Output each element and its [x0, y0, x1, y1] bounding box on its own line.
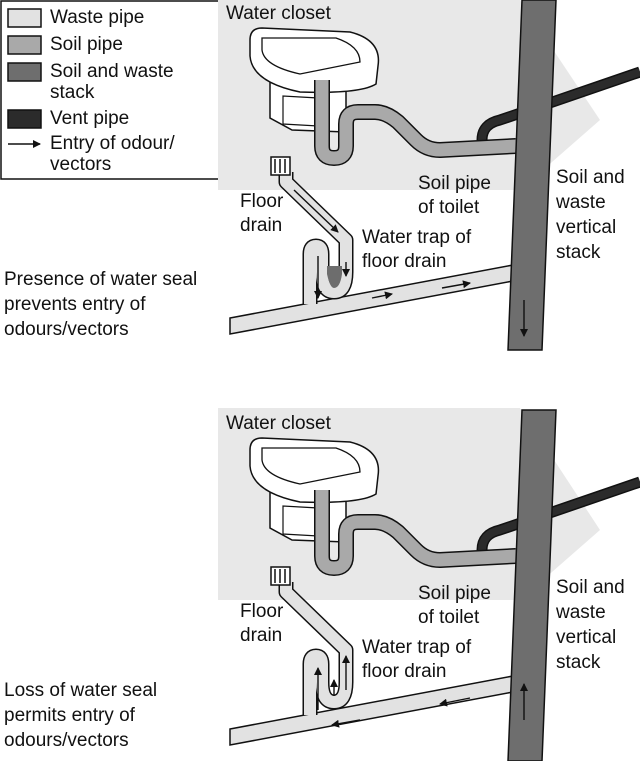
legend-soil-pipe-label: Soil pipe — [50, 34, 123, 55]
caption-bottom-line3: odours/vectors — [4, 730, 129, 751]
floor-drain-label-top-line2: drain — [240, 215, 283, 236]
legend-stack-label-line2: stack — [50, 82, 95, 103]
stack-label-top-line4: stack — [556, 242, 601, 263]
flow-arrows-top — [293, 189, 528, 337]
soil-pipe-label-bottom-line1: Soil pipe — [418, 583, 491, 604]
soil-pipe-label-bottom-line2: of toilet — [418, 607, 480, 628]
water-closet-label-top: Water closet — [226, 3, 331, 24]
caption-bottom-line2: permits entry of — [4, 705, 135, 726]
trap-label-top-line2: floor drain — [362, 251, 447, 272]
floor-drain-label-top-line1: Floor — [240, 191, 284, 212]
caption-top-line2: prevents entry of — [4, 294, 146, 315]
legend-waste-pipe-label: Waste pipe — [50, 7, 145, 28]
legend-vent-pipe-label: Vent pipe — [50, 108, 130, 129]
stack-label-bottom-line1: Soil and — [556, 577, 625, 598]
stack-label-bottom-line3: vertical — [556, 627, 617, 648]
trap-label-top-line1: Water trap of — [362, 227, 472, 248]
legend-entry-label-line1: Entry of odour/ — [50, 133, 175, 154]
bottom-panel-drawing — [218, 408, 640, 761]
water-seal-top — [327, 266, 342, 288]
stack-bottom — [507, 409, 557, 761]
stack-label-top-line2: waste — [556, 192, 606, 213]
floor-drain-label-bottom-line1: Floor — [240, 601, 284, 622]
stack-label-top-line1: Soil and — [556, 167, 625, 188]
waste-pipe-top — [229, 156, 514, 335]
caption-bottom-line1: Loss of water seal — [4, 680, 158, 701]
legend-stack-label-line1: Soil and waste — [50, 61, 174, 82]
floor-drain-label-bottom-line2: drain — [240, 625, 283, 646]
vent-pipe-swatch — [7, 109, 42, 129]
odour-arrows-bottom — [314, 655, 528, 728]
top-panel-drawing — [218, 0, 640, 351]
stack-label-top-line3: vertical — [556, 217, 617, 238]
legend-box — [0, 0, 220, 180]
trap-label-bottom-line2: floor drain — [362, 661, 447, 682]
waste-pipe-swatch — [7, 8, 42, 28]
soil-pipe-label-top-line1: Soil pipe — [418, 173, 491, 194]
soil-pipe-swatch — [7, 35, 42, 55]
stack-top — [507, 0, 557, 351]
trap-label-bottom-line1: Water trap of — [362, 637, 472, 658]
water-closet-label-bottom: Water closet — [226, 413, 331, 434]
stack-swatch — [7, 62, 42, 82]
caption-top-line3: odours/vectors — [4, 319, 129, 340]
caption-top-line1: Presence of water seal — [4, 269, 198, 290]
soil-pipe-label-top-line2: of toilet — [418, 197, 480, 218]
waste-pipe-bottom — [229, 566, 514, 746]
stack-label-bottom-line4: stack — [556, 652, 601, 673]
legend — [0, 0, 220, 180]
stack-label-bottom-line2: waste — [556, 602, 606, 623]
legend-entry-label-line2: vectors — [50, 154, 112, 175]
